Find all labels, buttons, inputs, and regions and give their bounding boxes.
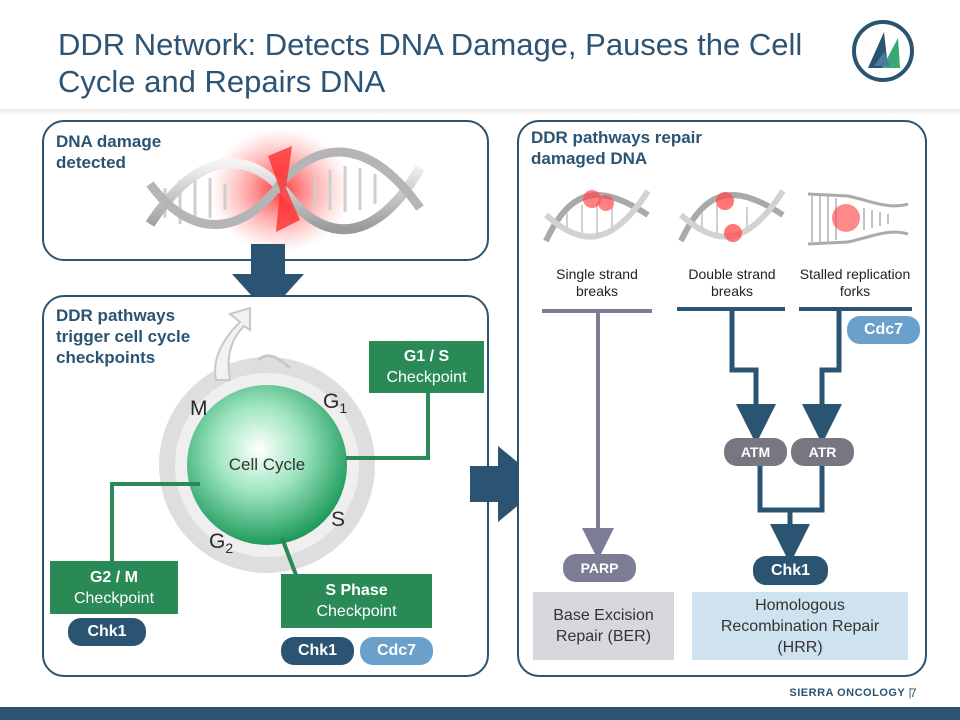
hrr-box: Homologous Recombination Repair (HRR) <box>692 592 908 660</box>
phase-g2: G2 <box>209 530 233 556</box>
g2m-chk1-pill: Chk1 <box>68 618 146 646</box>
ber-box: Base Excision Repair (BER) <box>533 592 674 660</box>
footer-company: SIERRA ONCOLOGY | <box>789 687 912 699</box>
repair-cdc7-pill: Cdc7 <box>847 316 920 344</box>
footer-bar <box>0 707 960 720</box>
dna-helix-icon <box>145 128 425 252</box>
atr-pill: ATR <box>791 438 854 466</box>
sphase-chk1-pill: Chk1 <box>281 637 354 665</box>
page-number: 7 <box>910 686 917 700</box>
phase-g1-sub: 1 <box>339 400 348 417</box>
g1s-subtitle: Checkpoint <box>386 369 467 386</box>
g2m-subtitle: Checkpoint <box>73 589 155 607</box>
g2m-title: G2 / M <box>89 568 138 586</box>
repair-panel-title: DDR pathways repair damaged DNA <box>531 128 702 168</box>
parp-pill: PARP <box>563 554 636 582</box>
cell-cycle-panel-title: DDR pathways trigger cell cycle checkpoi… <box>56 306 191 367</box>
footer-company-name: SIERRA ONCOLOGY <box>789 687 906 699</box>
title-divider <box>0 109 960 115</box>
phase-g1-letter: G <box>323 390 340 413</box>
dna-damage-title: DNA damage detected <box>56 132 162 172</box>
atm-pill: ATM <box>724 438 787 466</box>
slide-title: DDR Network: Detects DNA Damage, Pauses … <box>58 27 803 99</box>
double-strand-label: Double strand breaks <box>688 266 776 299</box>
sphase-subtitle: Checkpoint <box>316 603 397 620</box>
arrow-right-icon <box>470 446 544 522</box>
phase-g2-sub: 2 <box>225 540 234 557</box>
logo-icon <box>852 20 914 82</box>
phase-g1: G1 <box>323 390 347 416</box>
single-strand-label: Single strand breaks <box>556 266 638 299</box>
double-strand-dna-icon <box>678 189 786 243</box>
repair-chk1-pill: Chk1 <box>753 556 828 585</box>
g2m-checkpoint-box: G2 / M Checkpoint <box>50 561 178 614</box>
phase-g2-letter: G <box>209 530 226 553</box>
cell-cycle-label: Cell Cycle <box>228 455 306 474</box>
stalled-fork-label: Stalled replication forks <box>799 266 911 299</box>
cell-cycle-diagram <box>159 306 375 573</box>
sphase-title: S Phase <box>325 582 388 599</box>
replication-fork-icon <box>808 192 909 246</box>
sphase-checkpoint-box: S Phase Checkpoint <box>281 574 432 628</box>
g1s-title: G1 / S <box>403 348 450 365</box>
g1s-checkpoint-box: G1 / S Checkpoint <box>369 341 484 393</box>
phase-s: S <box>331 508 346 531</box>
arrow-down-icon <box>232 244 304 314</box>
footer-separator: | <box>908 687 912 699</box>
single-strand-dna-icon <box>543 189 651 243</box>
phase-m: M <box>190 397 208 420</box>
sphase-cdc7-pill: Cdc7 <box>360 637 433 665</box>
